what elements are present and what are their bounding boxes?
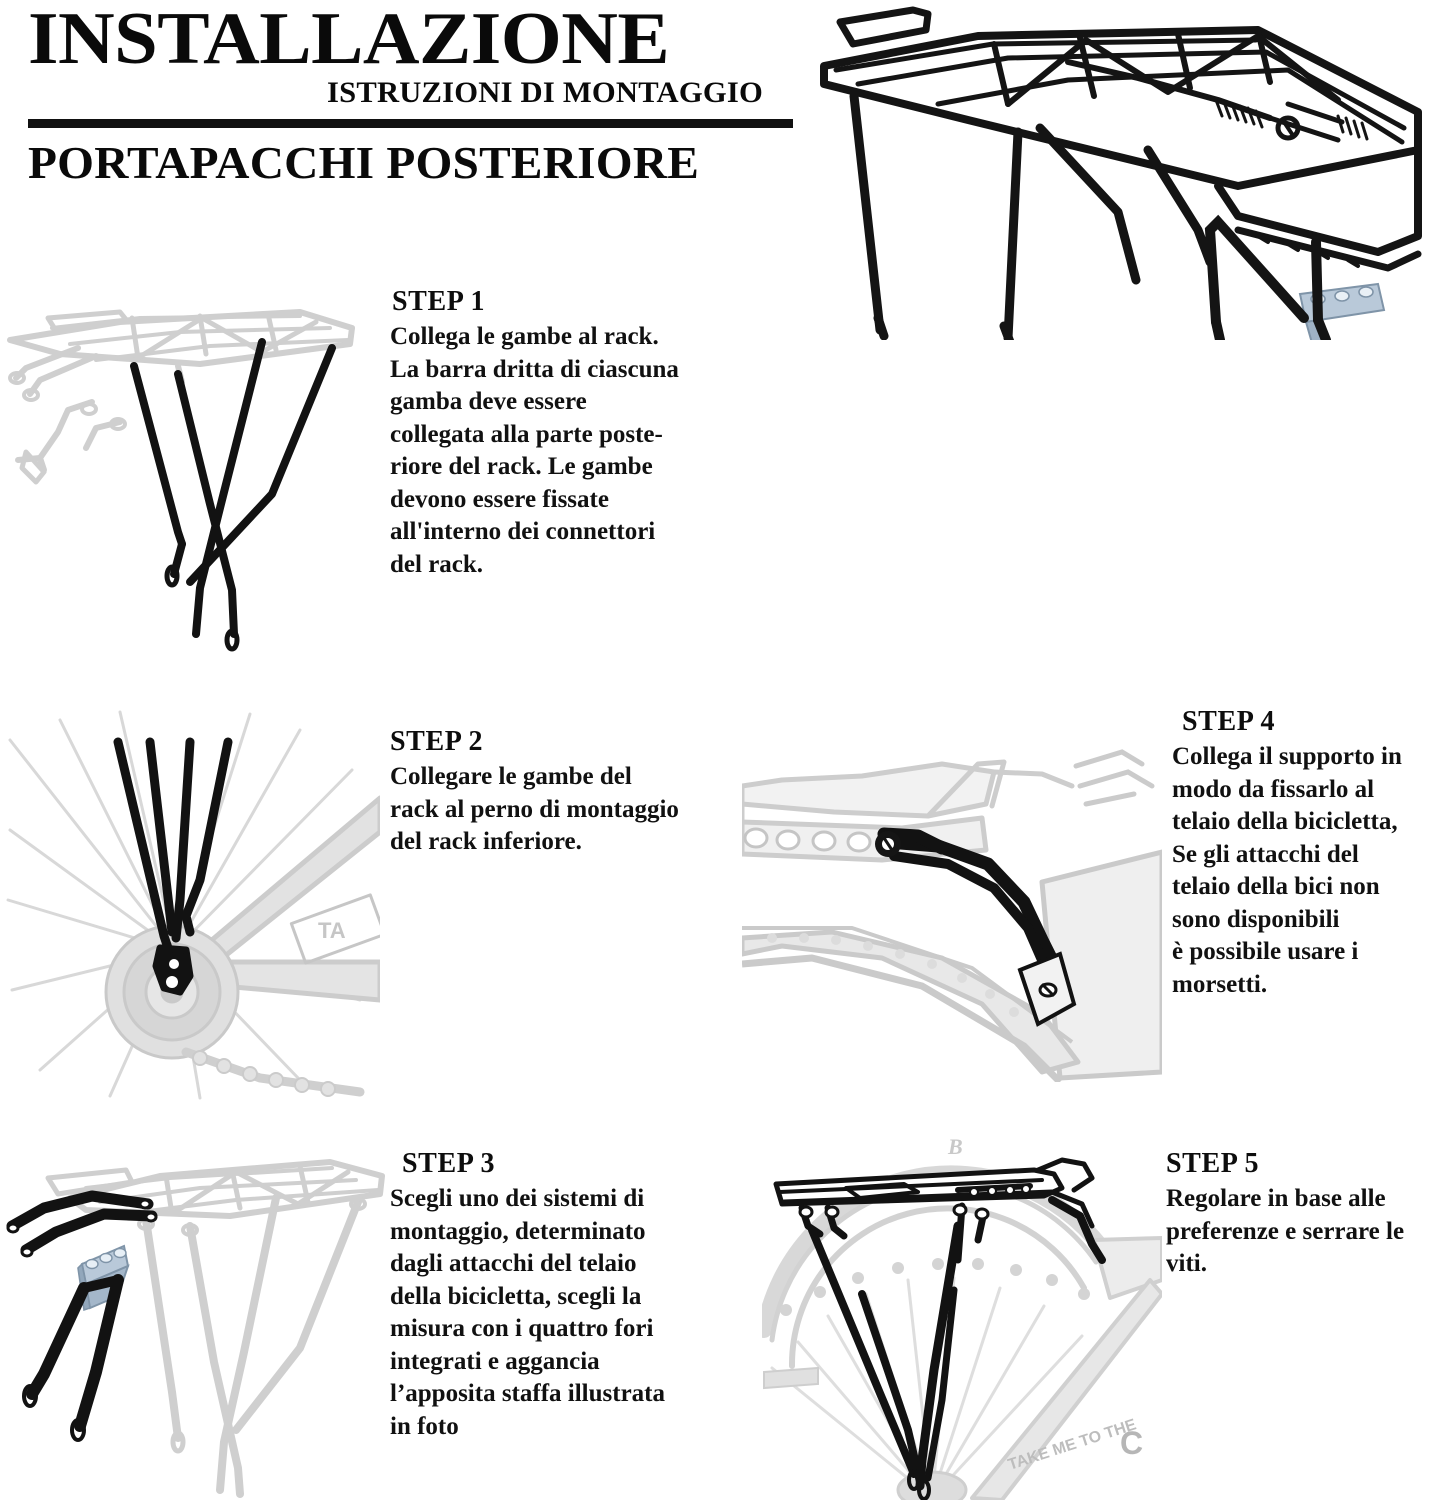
step4-heading: STEP 4 — [1182, 706, 1276, 737]
step5-text-block: STEP 5 Regolare in base alle preferenze … — [1166, 1148, 1436, 1281]
step5-heading: STEP 5 — [1166, 1148, 1260, 1179]
step3-body: Scegli uno dei sistemi di montaggio, det… — [390, 1185, 665, 1440]
step5-body: Regolare in base alle preferenze e serra… — [1166, 1185, 1405, 1277]
step4-support-arm-svg — [742, 749, 1162, 1082]
step5-frame-decal-c: C — [1120, 1425, 1143, 1461]
ghost-axle — [763, 1366, 819, 1390]
step3-text-block: STEP 3 Scegli uno dei sistemi di montagg… — [390, 1148, 740, 1443]
step3-illustration — [0, 1142, 392, 1500]
step3-heading: STEP 3 — [402, 1148, 496, 1179]
zinc-bracket-hero — [1204, 214, 1386, 340]
step4-body: Collega il supporto in modo da fissarlo … — [1172, 743, 1402, 998]
step2-text-block: STEP 2 Collegare le gambe del rack al pe… — [390, 726, 710, 859]
step1-illustration — [0, 282, 380, 660]
title-block: INSTALLAZIONE ISTRUZIONI DI MONTAGGIO PO… — [28, 2, 818, 187]
page-title: INSTALLAZIONE — [28, 0, 670, 80]
product-title: PORTAPACCHI POSTERIORE — [28, 136, 700, 188]
step5-installed-rack-svg: TAKE ME TO THE C B — [762, 1134, 1162, 1500]
page-subtitle: ISTRUZIONI DI MONTAGGIO — [326, 76, 763, 110]
step2-body: Collegare le gambe del rack al perno di … — [390, 763, 679, 855]
step1-rack-legs-svg — [7, 309, 355, 652]
step1-heading: STEP 1 — [392, 286, 486, 317]
step2-frame-decal: TA — [318, 918, 346, 943]
step2-hub-mount-svg: TA — [6, 710, 380, 1100]
step5-illustration: TAKE ME TO THE C B — [762, 1130, 1162, 1500]
step4-text-block: STEP 4 Collega il supporto in modo da fi… — [1172, 706, 1434, 1001]
step2-illustration: TA — [0, 700, 380, 1100]
step2-heading: STEP 2 — [390, 726, 484, 757]
title-divider — [28, 118, 793, 128]
step3-stays-bracket-svg — [6, 1159, 385, 1498]
rack-photo-svg — [820, 6, 1422, 340]
step1-body: Collega le gambe al rack. La barra dritt… — [390, 323, 679, 578]
step5-top-mark: B — [947, 1134, 963, 1159]
step1-text-block: STEP 1 Collega le gambe al rack. La barr… — [390, 286, 710, 581]
step4-illustration — [742, 742, 1162, 1082]
hero-rack-photo — [818, 0, 1440, 340]
